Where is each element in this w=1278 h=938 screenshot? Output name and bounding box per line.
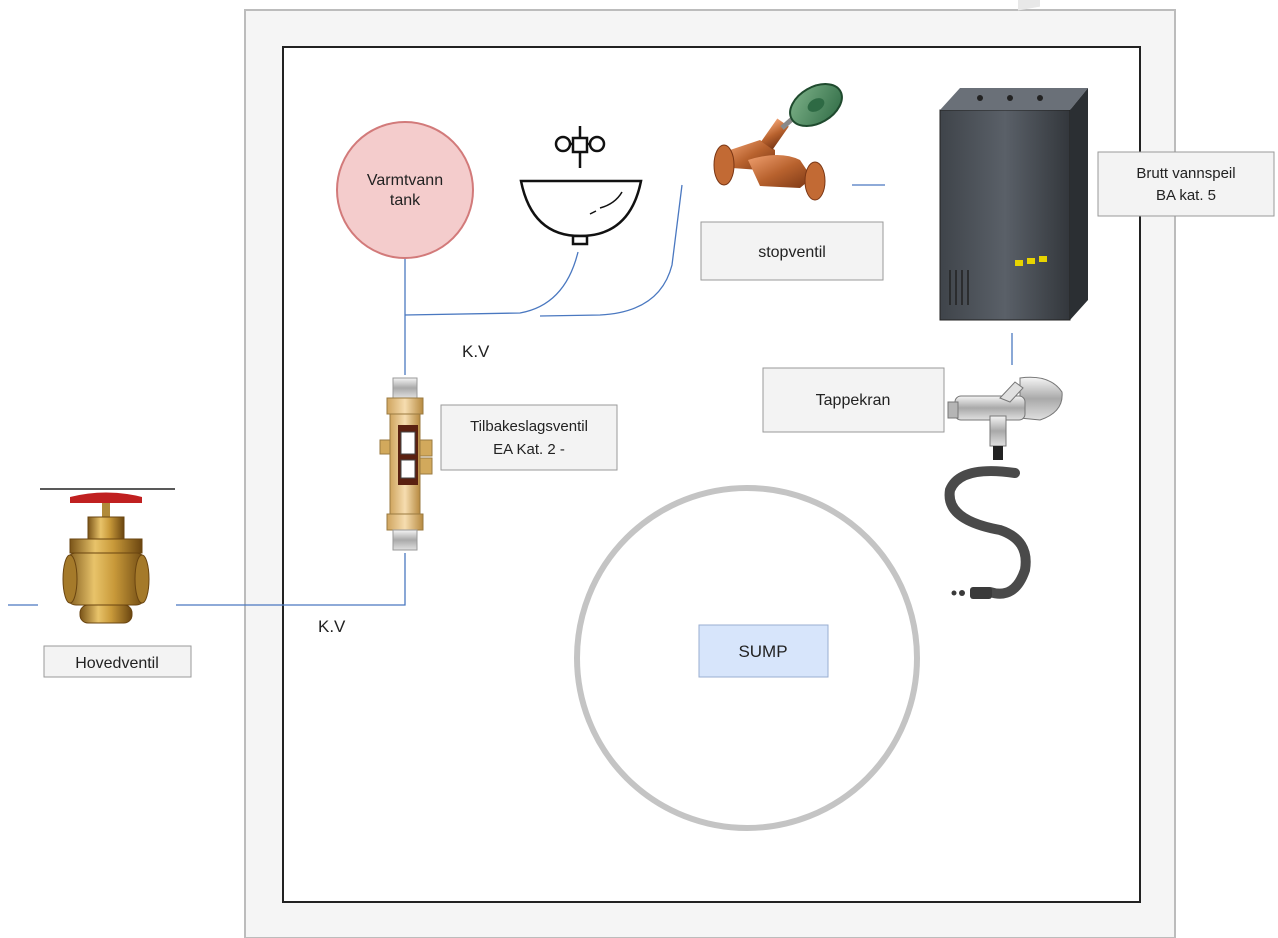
sump-label: SUMP (738, 642, 787, 661)
brutt-vannspeil-label-box: Brutt vannspeil BA kat. 5 (1097, 151, 1275, 217)
brutt-label-line2: BA kat. 5 (1156, 187, 1216, 204)
stopventil-label-box: stopventil (700, 221, 884, 281)
tank-label-line1: Varmtvann (367, 172, 443, 189)
tilbake-label-line1: Tilbakeslagsventil (470, 418, 588, 435)
hovedventil-label: Hovedventil (75, 655, 159, 672)
gate-valve-icon (40, 488, 175, 624)
tilbakeslagsventil-label-box: Tilbakeslagsventil EA Kat. 2 - (440, 404, 618, 471)
sink-icon (519, 126, 643, 246)
kv-label-bottom: K.V (318, 617, 346, 636)
hovedventil-label-box: Hovedventil (43, 645, 192, 678)
tappekran-label-box: Tappekran (762, 367, 945, 433)
stopventil-label: stopventil (758, 244, 826, 261)
stop-valve-icon (713, 83, 843, 201)
tank-label-line2: tank (390, 192, 421, 209)
kv-label-top: K.V (462, 342, 490, 361)
air-gap-unit-icon (939, 0, 1088, 321)
check-valve-icon (379, 377, 433, 551)
pipes (8, 184, 1013, 606)
sump: SUMP (574, 485, 920, 831)
brutt-label-line1: Brutt vannspeil (1136, 165, 1235, 182)
tilbake-label-line2: EA Kat. 2 - (493, 441, 565, 458)
hose-nozzle-icon (951, 587, 992, 599)
hose-icon (944, 466, 1031, 599)
hot-water-tank: Varmtvann tank (336, 121, 474, 259)
tappekran-label: Tappekran (816, 392, 891, 409)
tap-icon (947, 376, 1063, 460)
